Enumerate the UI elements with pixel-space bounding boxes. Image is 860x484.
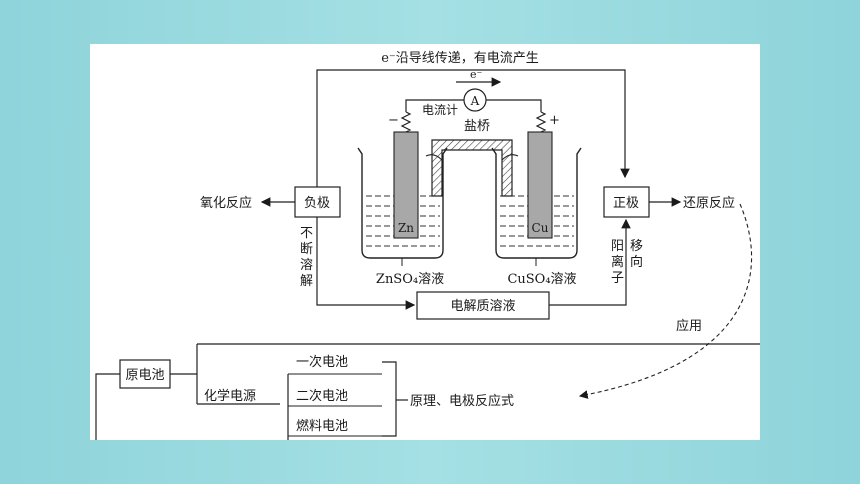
salt-bridge-label: 盐桥	[464, 119, 490, 134]
chemical-source-label: 化学电源	[204, 388, 256, 404]
cu-label: Cu	[532, 221, 549, 235]
svg-text:向: 向	[630, 254, 643, 270]
reduction-label: 还原反应	[683, 195, 735, 211]
cell-type-item: 一次电池	[296, 354, 348, 370]
application-arrow	[578, 203, 753, 399]
top-wire-label: e⁻沿导线传递，有电流产生	[381, 51, 539, 66]
salt-bridge-lip-right	[501, 154, 519, 161]
application-label: 应用	[676, 318, 702, 334]
plus-sign: +	[549, 113, 560, 128]
cell-types-list: 一次电池 二次电池 燃料电池	[288, 354, 382, 437]
galvanic-cell-diagram: e⁻沿导线传递，有电流产生 A 电流计 e⁻ − + 盐桥 Zn Cu Zn	[95, 51, 760, 440]
negative-to-electrolyte	[316, 217, 416, 310]
cell-type-item: 燃料电池	[296, 418, 348, 434]
zn-electrode	[393, 131, 419, 239]
right-spring	[535, 111, 547, 133]
positive-electrode-label: 正极	[613, 196, 639, 211]
dissolve-label: 不 断 溶 解	[300, 226, 313, 289]
migrate-label: 移 向	[630, 239, 643, 270]
svg-text:子: 子	[611, 271, 624, 286]
inner-wire-right	[486, 99, 542, 112]
svg-text:移: 移	[630, 239, 643, 254]
svg-text:阳: 阳	[611, 239, 624, 254]
minus-sign: −	[388, 113, 399, 128]
primary-cell-label: 原电池	[125, 368, 164, 383]
cu-electrode	[527, 131, 553, 239]
left-root-line	[95, 373, 120, 440]
svg-text:不: 不	[300, 226, 313, 241]
svg-text:断: 断	[300, 242, 313, 257]
ammeter-icon	[463, 88, 487, 112]
principle-label: 原理、电极反应式	[410, 393, 514, 409]
inner-wire-left	[405, 99, 464, 112]
diagram-panel: e⁻沿导线传递，有电流产生 A 电流计 e⁻ − + 盐桥 Zn Cu Zn	[90, 44, 760, 440]
svg-text:离: 离	[611, 254, 624, 270]
negative-electrode-label: 负极	[304, 196, 330, 211]
negative-electrode-box	[294, 186, 341, 218]
principle-bracket	[382, 361, 397, 437]
electrolyte-box	[416, 291, 550, 320]
svg-text:解: 解	[300, 274, 313, 289]
cell-type-item: 二次电池	[296, 388, 348, 404]
electrolyte-to-positive	[549, 218, 631, 306]
electrolyte-label: 电解质溶液	[450, 299, 515, 314]
ammeter-symbol: A	[470, 94, 480, 108]
cation-label: 阳 离 子	[611, 239, 624, 286]
oxidation-label: 氧化反应	[200, 195, 252, 211]
salt-bridge	[431, 139, 513, 197]
left-spring	[400, 111, 412, 133]
ammeter-label: 电流计	[422, 103, 458, 117]
electron-label: e⁻	[470, 68, 483, 81]
zn-solution-label: ZnSO₄溶液	[376, 272, 444, 287]
zn-label: Zn	[398, 221, 414, 235]
top-wire	[316, 69, 630, 190]
cu-solution-label: CuSO₄溶液	[507, 272, 576, 287]
svg-text:溶: 溶	[300, 258, 313, 273]
salt-bridge-lip-left	[425, 154, 443, 161]
